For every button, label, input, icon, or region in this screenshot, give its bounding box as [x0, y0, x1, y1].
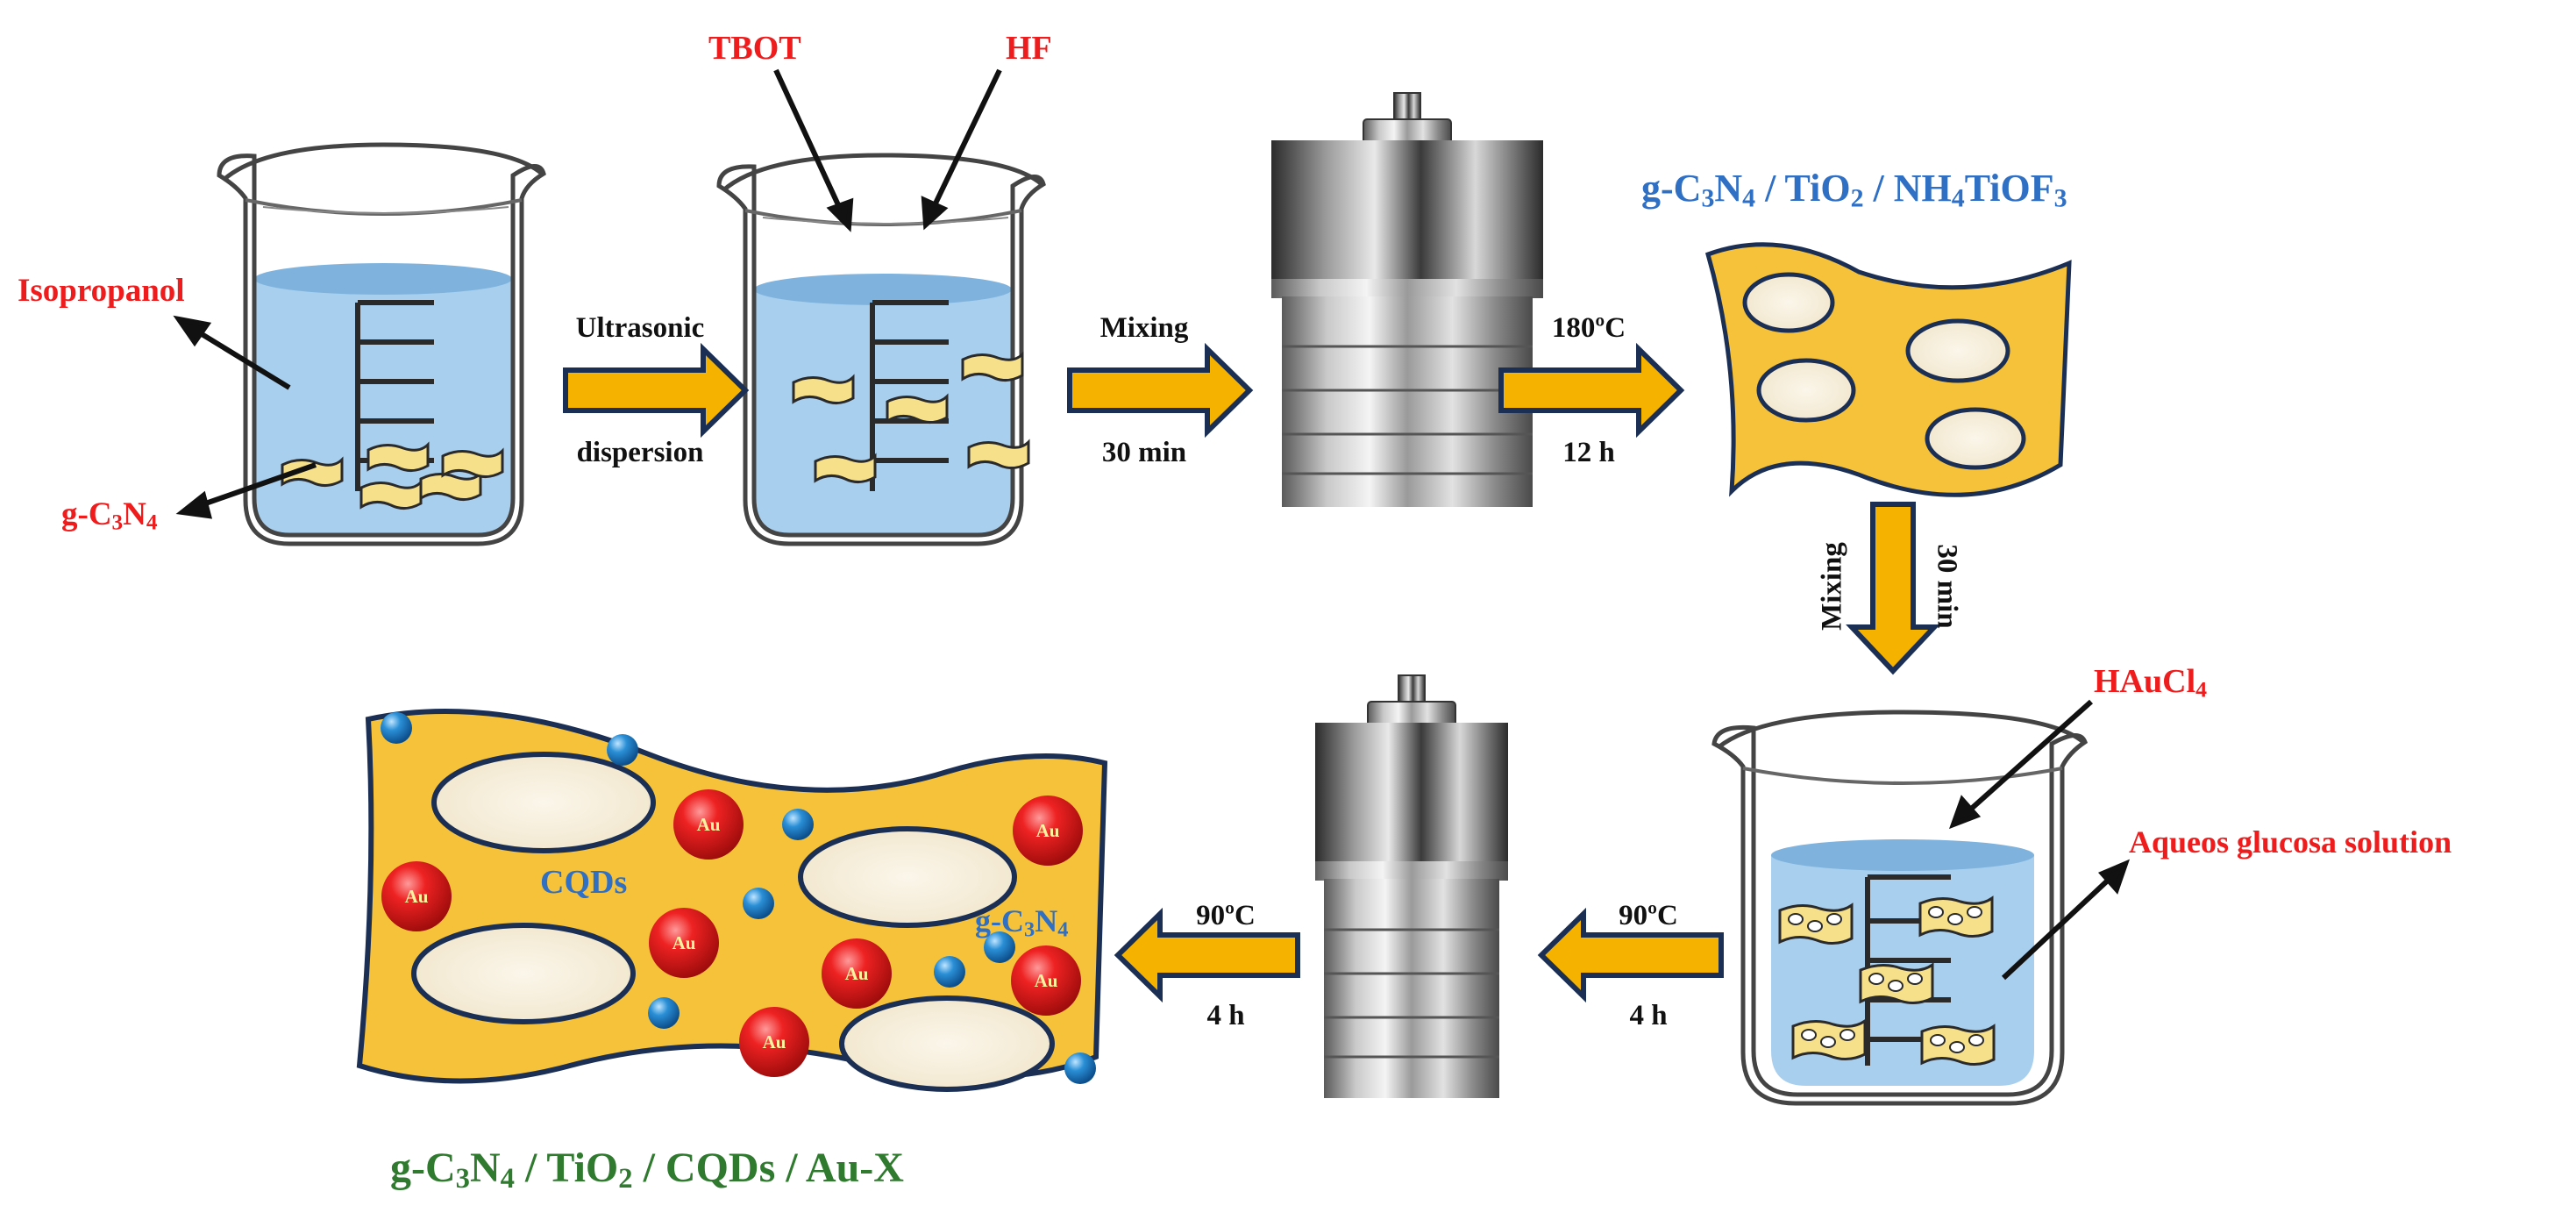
step3-top-label: 180ºC [1551, 312, 1626, 344]
step1-bottom-label: dispersion [576, 437, 704, 468]
cqd-particle [743, 888, 774, 919]
step2-top-label: Mixing [1099, 312, 1189, 344]
label-gc3n4-sheet: g-C3N4 [975, 903, 1069, 942]
label-final-product: g-C3N4 / TiO2 / CQDs / Au-X [390, 1145, 904, 1195]
beaker-tbot-hf [716, 153, 1046, 546]
au-particle [1013, 795, 1083, 866]
cqd-particle [1064, 1052, 1096, 1084]
beaker-haucl4 [1711, 710, 2089, 1106]
step5-bottom-label: 4 h [1629, 1000, 1668, 1031]
label-isopropanol: Isopropanol [18, 273, 185, 309]
au-particle [739, 1007, 809, 1077]
cqd-particle [381, 712, 412, 744]
au-particles [381, 789, 1083, 1077]
pointer-isopropanol [193, 327, 291, 390]
au-label: Au [672, 932, 696, 953]
arrow-step6 [1114, 907, 1300, 1003]
label-haucl4: HAuCl4 [2094, 663, 2208, 703]
pointer-gc3n4-head [175, 490, 213, 519]
label-gc3n4-reagent: g-C3N4 [61, 496, 158, 535]
pointer-hf [931, 68, 1002, 209]
cqd-particle [782, 809, 814, 840]
au-particle [649, 908, 719, 978]
pointer-isopropanol-head [173, 315, 212, 347]
au-label: Au [844, 963, 869, 984]
au-particle [673, 789, 744, 860]
cqd-particle [934, 956, 965, 988]
arrow-step5 [1537, 907, 1724, 1003]
step3-bottom-label: 12 h [1562, 437, 1615, 468]
pointer-haucl4 [1967, 699, 2093, 814]
cqd-particles [381, 712, 1096, 1084]
cqd-particle [984, 931, 1015, 963]
label-glucose-solution: Aqueos glucosa solution [2129, 824, 2452, 860]
au-label: Au [404, 886, 429, 907]
au-particle [381, 861, 452, 931]
au-label: Au [1034, 970, 1058, 991]
final-composite-sheet [356, 709, 1108, 1092]
au-particle [1011, 945, 1081, 1016]
au-label: Au [762, 1031, 786, 1052]
beaker-isopropanol [217, 142, 546, 546]
label-tbot: TBOT [708, 30, 801, 67]
cqd-particle [648, 997, 680, 1029]
arrow-step2 [1067, 342, 1254, 439]
arrow-step4 [1846, 502, 1940, 675]
pointer-tbot-head [826, 197, 854, 232]
autoclave-2 [1315, 674, 1508, 1098]
step4-left-label: Mixing [1816, 542, 1848, 631]
step5-top-label: 90ºC [1619, 900, 1678, 931]
pointer-hf-head [921, 196, 949, 231]
pointer-gc3n4 [197, 462, 317, 509]
cqd-particle [607, 734, 638, 766]
label-cqds: CQDs [540, 864, 628, 901]
label-hf: HF [1006, 30, 1052, 67]
autoclave-1 [1271, 92, 1543, 507]
step6-top-label: 90ºC [1196, 900, 1256, 931]
step4-right-label: 30 min [1931, 544, 1963, 629]
arrow-step3 [1498, 342, 1685, 439]
au-label: Au [696, 814, 721, 835]
label-intermediate-product: g-C3N4 / TiO2 / NH4TiOF3 [1641, 167, 2067, 213]
au-label: Au [1035, 820, 1060, 841]
au-particle [822, 938, 892, 1009]
intermediate-sheet [1704, 242, 2072, 497]
pointer-glucose [2001, 874, 2114, 981]
pointer-haucl4-head [1948, 795, 1982, 830]
arrow-step1 [563, 342, 750, 439]
step6-bottom-label: 4 h [1206, 1000, 1245, 1031]
step2-bottom-label: 30 min [1101, 437, 1187, 468]
pointer-tbot [773, 68, 843, 210]
step1-top-label: Ultrasonic [575, 312, 705, 344]
pointer-glucose-head [2097, 859, 2131, 895]
